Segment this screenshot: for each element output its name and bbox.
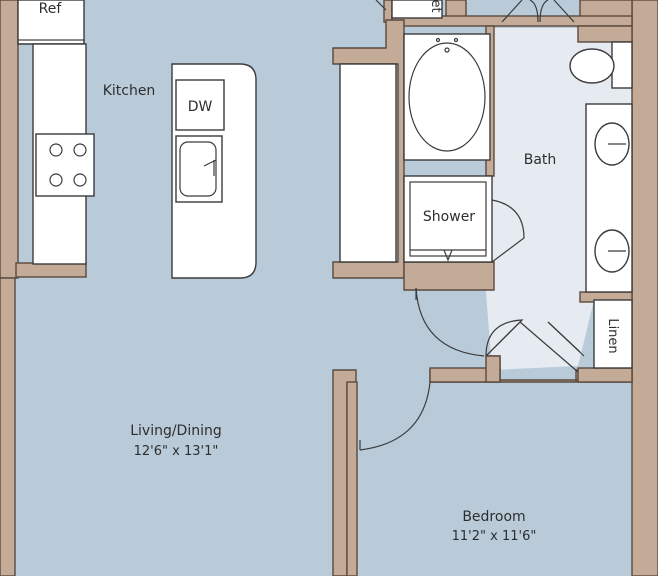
linen-closet — [593, 299, 633, 369]
wall-top-a — [383, 0, 393, 23]
bathtub — [403, 33, 491, 161]
burner — [73, 143, 87, 157]
faucet — [203, 159, 217, 176]
closet-shelf — [339, 63, 397, 263]
wall-bath-door-jamb — [485, 355, 501, 383]
kitchen-sink-basin — [179, 141, 217, 197]
linen-door-leaf — [547, 321, 581, 353]
stove — [35, 133, 95, 197]
tub-fixture — [453, 37, 459, 43]
wall-bedroom-left-inner — [346, 381, 358, 576]
toilet-bowl — [569, 48, 615, 84]
bedroom-size: 11'2" x 11'6" — [452, 529, 537, 544]
closet-box — [391, 0, 443, 19]
shower-label: Shower — [423, 209, 475, 225]
burner — [49, 173, 63, 187]
living-room-size: 12'6" x 13'1" — [134, 444, 219, 459]
dishwasher-label: DW — [188, 99, 213, 115]
burner — [49, 143, 63, 157]
bedroom-name: Bedroom — [462, 509, 525, 525]
hall-door — [415, 287, 485, 357]
closet-door-top — [375, 0, 387, 11]
linen-label: Linen — [605, 318, 620, 353]
wall-bath-lower — [403, 261, 495, 291]
closet-label: et — [428, 0, 443, 13]
wall-right — [631, 0, 658, 576]
shower-stall — [403, 175, 493, 263]
living-room-name: Living/Dining — [130, 423, 222, 439]
wall-bath-right — [577, 25, 633, 43]
burner — [73, 173, 87, 187]
bedroom-door — [359, 381, 431, 451]
bathtub-basin — [408, 42, 486, 152]
tub-drain — [444, 47, 450, 53]
toilet-tank — [611, 41, 633, 89]
wall-kitchen-ledge — [15, 262, 87, 278]
wall-bedroom-top-right — [577, 367, 633, 383]
wall-left-lower — [0, 277, 16, 576]
closet-door-top — [529, 0, 549, 23]
shower-inner — [409, 181, 487, 257]
shower-drain — [443, 249, 453, 262]
tub-fixture — [435, 37, 441, 43]
wall-left-upper — [0, 0, 19, 279]
closet-door-top — [501, 0, 575, 23]
ref-label: Ref — [39, 1, 63, 17]
shower-door — [491, 199, 525, 263]
bath-label: Bath — [524, 152, 557, 168]
kitchen-label: Kitchen — [103, 83, 156, 99]
dishwasher — [175, 79, 225, 131]
bath-door-leaf — [485, 319, 523, 357]
